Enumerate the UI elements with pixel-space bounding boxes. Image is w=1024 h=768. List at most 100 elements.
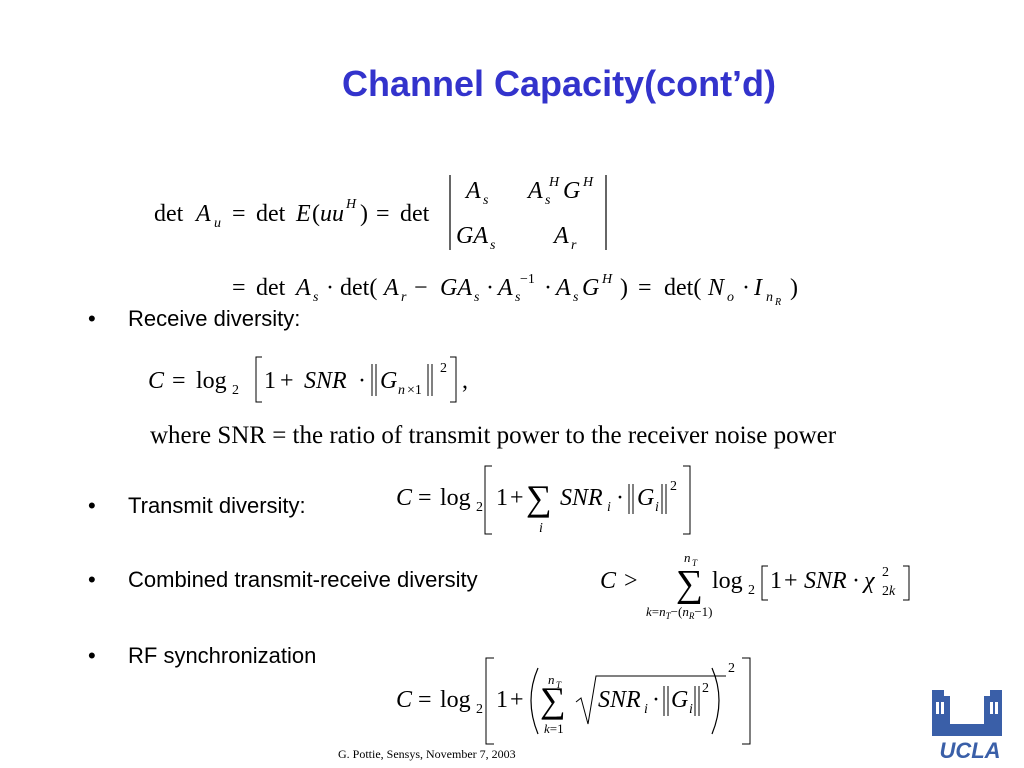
svg-text:s: s xyxy=(313,290,319,305)
svg-text:+: + xyxy=(510,485,524,511)
svg-text:C: C xyxy=(396,485,413,511)
svg-text:A: A xyxy=(464,178,481,204)
svg-text:·: · xyxy=(486,275,494,301)
snr-definition: where SNR = the ratio of transmit power … xyxy=(150,422,837,449)
svg-text:s: s xyxy=(474,290,480,305)
svg-text:C: C xyxy=(600,568,617,594)
svg-text:det: det xyxy=(400,201,430,227)
svg-text:r: r xyxy=(401,290,407,305)
svg-text:r: r xyxy=(571,238,577,253)
svg-text:s: s xyxy=(490,238,496,253)
svg-text:log: log xyxy=(712,568,743,594)
svg-text:·: · xyxy=(652,687,660,713)
svg-text:G: G xyxy=(637,485,654,511)
bullet-combined-diversity: • Combined transmit-receive diversity xyxy=(88,569,478,591)
svg-text:SNR: SNR xyxy=(804,568,847,594)
svg-text:+: + xyxy=(510,687,524,713)
svg-text:i: i xyxy=(644,702,648,717)
svg-text:2: 2 xyxy=(702,681,709,696)
svg-text:det: det xyxy=(154,201,184,227)
svg-text:G: G xyxy=(671,687,688,713)
svg-text:χ: χ xyxy=(862,568,876,594)
svg-text:A: A xyxy=(294,275,311,301)
svg-text:∑: ∑ xyxy=(526,478,552,518)
svg-text:n: n xyxy=(398,383,405,398)
svg-text:A: A xyxy=(526,178,543,204)
svg-text:=: = xyxy=(418,485,432,511)
bullet-marker: • xyxy=(88,306,96,331)
bullet-label: Transmit diversity: xyxy=(128,493,306,518)
svg-text:GA: GA xyxy=(440,275,472,301)
slide-title: Channel Capacity(cont’d) xyxy=(342,63,777,104)
svg-text:1: 1 xyxy=(496,485,508,511)
svg-text:n: n xyxy=(684,550,691,565)
bullet-label: Receive diversity: xyxy=(128,306,301,331)
svg-text:log: log xyxy=(440,485,471,511)
svg-text:): ) xyxy=(790,275,798,301)
svg-text:G: G xyxy=(563,178,580,204)
svg-text:−1: −1 xyxy=(520,272,535,287)
svg-text:>: > xyxy=(624,568,638,594)
svg-text:H: H xyxy=(548,175,560,190)
svg-text:∑: ∑ xyxy=(540,680,566,720)
svg-text:R: R xyxy=(774,297,781,308)
svg-text:+: + xyxy=(784,568,798,594)
svg-text:=: = xyxy=(232,201,246,227)
bullet-transmit-diversity: •Transmit diversity: xyxy=(88,495,306,517)
svg-text:H: H xyxy=(345,197,357,212)
svg-text:·: · xyxy=(742,275,750,301)
svg-text:+: + xyxy=(280,368,294,394)
svg-text:∑: ∑ xyxy=(676,563,703,605)
svg-text:=: = xyxy=(376,201,390,227)
svg-text:2: 2 xyxy=(748,583,755,598)
svg-text:GA: GA xyxy=(456,223,488,249)
svg-text:H: H xyxy=(582,175,594,190)
svg-text:2: 2 xyxy=(440,361,447,376)
svg-text:u: u xyxy=(214,216,221,231)
svg-text:C: C xyxy=(396,687,413,713)
svg-text:n: n xyxy=(766,290,773,305)
bullet-marker: • xyxy=(88,567,96,592)
ucla-logo-icon: UCLA xyxy=(932,690,1002,763)
svg-text:o: o xyxy=(727,290,734,305)
svg-text:G: G xyxy=(582,275,599,301)
svg-text:A: A xyxy=(554,275,571,301)
slide-footer: G. Pottie, Sensys, November 7, 2003 xyxy=(338,747,516,761)
svg-text:A: A xyxy=(382,275,399,301)
svg-text:H: H xyxy=(601,272,613,287)
svg-text:G: G xyxy=(380,368,397,394)
svg-text:2: 2 xyxy=(728,661,735,676)
svg-text:): ) xyxy=(360,201,368,227)
svg-text:·: · xyxy=(616,485,624,511)
svg-text:,: , xyxy=(462,368,468,394)
bullet-marker: • xyxy=(88,643,96,668)
svg-text:det(: det( xyxy=(340,275,377,301)
svg-text:·: · xyxy=(358,368,366,394)
svg-text:s: s xyxy=(483,193,489,208)
svg-text:2: 2 xyxy=(670,479,677,494)
svg-text:SNR: SNR xyxy=(304,368,347,394)
bullet-receive-diversity: • Receive diversity: xyxy=(88,308,300,330)
svg-text:1: 1 xyxy=(264,368,276,394)
svg-text:1: 1 xyxy=(496,687,508,713)
svg-text:×1: ×1 xyxy=(407,383,422,398)
svg-text:I: I xyxy=(753,275,763,301)
svg-text:log: log xyxy=(196,368,227,394)
svg-text:·: · xyxy=(852,568,860,594)
svg-text:2k: 2k xyxy=(882,584,896,599)
svg-text:2: 2 xyxy=(476,500,483,515)
svg-text:−: − xyxy=(414,275,428,301)
svg-text:i: i xyxy=(655,500,659,515)
svg-text:s: s xyxy=(573,290,579,305)
bullet-label: Combined transmit-receive diversity xyxy=(128,567,478,592)
svg-text:k=nT−(nR−1): k=nT−(nR−1) xyxy=(646,604,712,621)
svg-text:T: T xyxy=(556,680,562,690)
svg-text:2: 2 xyxy=(232,383,239,398)
svg-text:T: T xyxy=(692,558,698,568)
svg-text:i: i xyxy=(689,702,693,717)
svg-text:det: det xyxy=(256,201,286,227)
svg-text:E: E xyxy=(295,201,311,227)
